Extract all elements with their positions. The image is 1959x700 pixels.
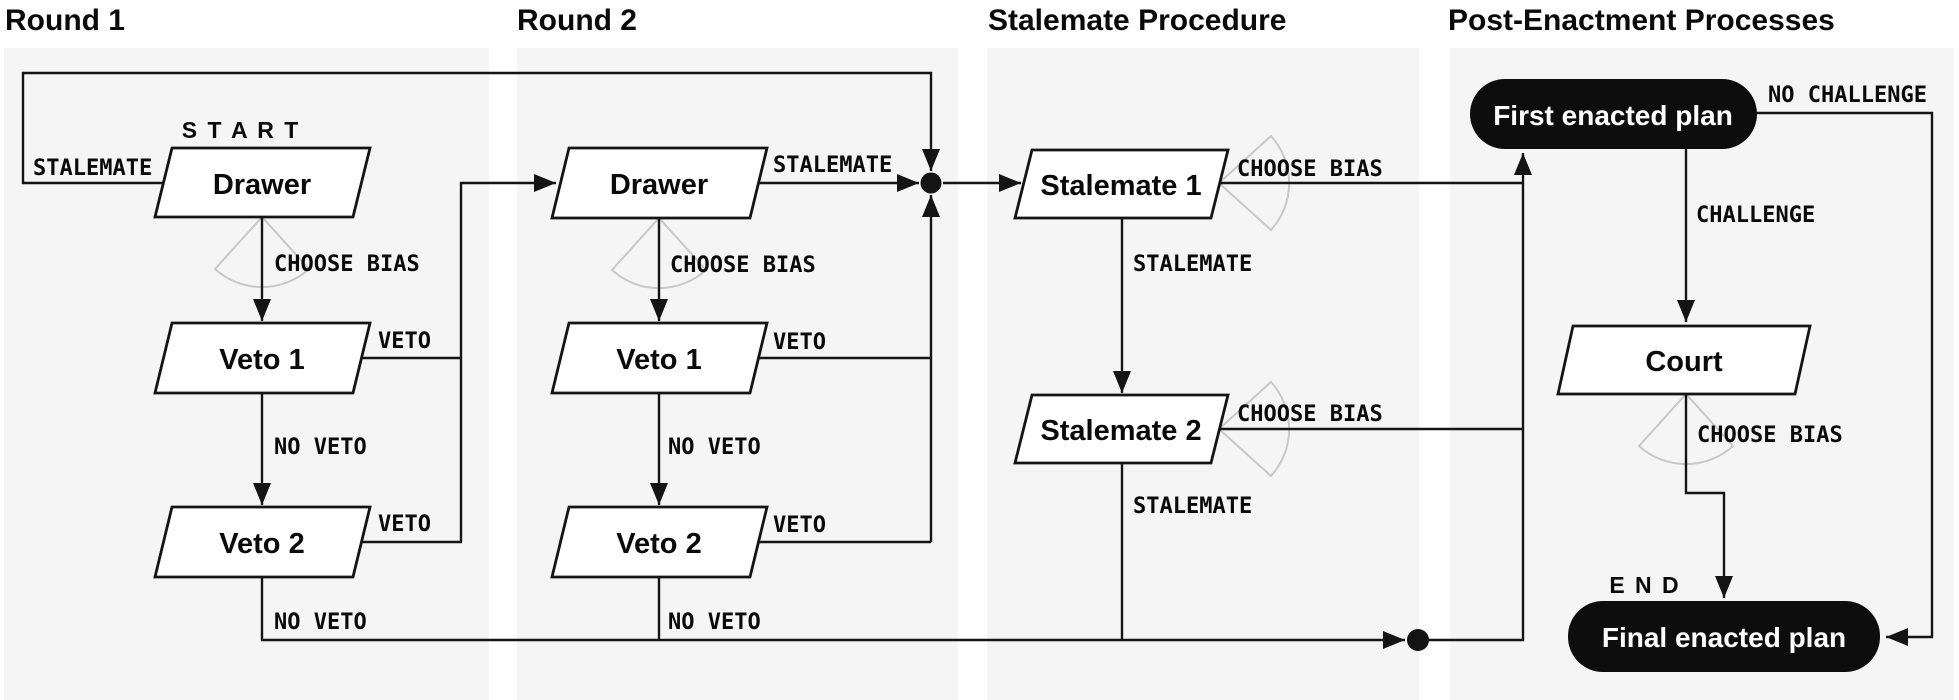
edge-label-r1-veto1: VETO [378,329,431,354]
node-court [1556,324,1812,396]
edge-label-s1-stalemate: STALEMATE [1133,252,1252,277]
edge-label-r2-no-veto2: NO VETO [668,610,761,635]
node-r2-veto2 [550,505,769,579]
column-title-stalemate-procedure: Stalemate Procedure [988,4,1286,37]
node-stalemate2 [1013,393,1230,465]
edge-label-r2-veto1: VETO [773,330,826,355]
node-first-enacted-plan [1470,79,1757,149]
junction-dot-stalemate-merge [920,172,942,194]
start-label: S T A R T [182,117,301,143]
edge-rail-to-first-plan [1429,153,1532,642]
node-label-r2-drawer: Drawer [610,169,708,201]
edges [21,71,1934,649]
junction-dot-enact-merge [1407,629,1429,651]
node-r1-veto2 [153,505,372,579]
terminal-nodes: First enacted plan Final enacted plan [1470,79,1880,672]
node-r2-drawer [550,146,769,220]
edge-label-r2-no-veto1: NO VETO [668,435,761,460]
node-label-r1-veto2: Veto 2 [219,528,304,560]
edge-label-s2-stalemate: STALEMATE [1133,494,1252,519]
edge-court-to-final-plan [1684,394,1733,598]
node-label-r1-veto1: Veto 1 [219,344,304,376]
node-label-first-enacted-plan: First enacted plan [1493,100,1733,131]
edge-label-challenge: CHALLENGE [1696,203,1815,228]
end-label: E N D [1609,572,1680,598]
edge-label-r2-stalemate: STALEMATE [773,153,892,178]
edge-no-veto-bottom-rail [260,577,1405,649]
node-stalemate1 [1013,148,1230,220]
edge-label-r1-no-veto2: NO VETO [274,610,367,635]
column-title-round-2: Round 2 [517,4,637,37]
edge-label-r1-no-veto1: NO VETO [274,435,367,460]
edge-label-r2-choose-bias: CHOOSE BIAS [670,253,816,278]
node-label-r2-veto1: Veto 1 [616,344,701,376]
edge-r1-veto-collector-to-r2-drawer [459,174,556,542]
node-label-r1-drawer: Drawer [213,169,311,201]
edge-label-no-challenge: NO CHALLENGE [1768,83,1927,108]
edge-first-plan-no-challenge-to-final-plan [1757,111,1934,646]
edge-label-r1-choose-bias: CHOOSE BIAS [274,252,420,277]
junctions [920,172,1429,651]
node-r1-drawer [153,146,372,219]
column-title-round-1: Round 1 [5,4,125,37]
node-final-enacted-plan [1568,601,1880,672]
edge-labels: STALEMATE CHOOSE BIAS VETO NO VETO VETO … [33,83,1927,635]
node-label-r2-veto2: Veto 2 [616,528,701,560]
edge-r1-stalemate-loop [21,71,940,185]
column-title-post-enactment: Post-Enactment Processes [1448,4,1835,37]
node-r1-veto1 [153,321,372,395]
edge-label-s2-choose-bias: CHOOSE BIAS [1237,402,1383,427]
node-label-stalemate1: Stalemate 1 [1040,170,1201,202]
node-label-final-enacted-plan: Final enacted plan [1602,622,1846,653]
panel-stalemate-procedure [987,48,1419,700]
edge-label-court-choose-bias: CHOOSE BIAS [1697,423,1843,448]
node-label-court: Court [1645,346,1723,378]
node-label-stalemate2: Stalemate 2 [1040,415,1201,447]
edge-label-r2-veto2: VETO [773,513,826,538]
column-titles: Round 1 Round 2 Stalemate Procedure Post… [5,4,1835,37]
edge-label-r1-stalemate: STALEMATE [33,156,152,181]
edge-label-r1-veto2: VETO [378,512,431,537]
terminal-markers: S T A R T E N D [182,117,1680,598]
node-r2-veto1 [550,321,769,395]
edge-label-s1-choose-bias: CHOOSE BIAS [1237,157,1383,182]
process-nodes: Drawer Veto 1 Veto 2 Drawer Veto 1 Veto … [153,146,1812,579]
